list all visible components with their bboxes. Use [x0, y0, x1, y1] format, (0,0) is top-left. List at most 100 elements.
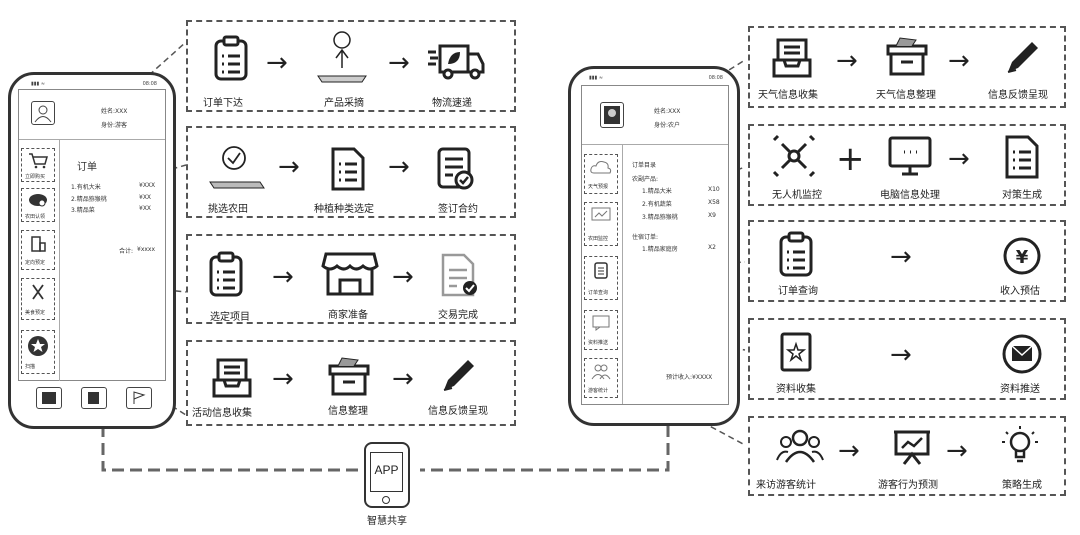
- order-item-qty: X10: [708, 186, 720, 193]
- profile-name: 姓名:XXX: [101, 108, 128, 115]
- left-screen: 姓名:XXX 身份:游客 立即购买 农田认领 定向预定 美食预定 扫描 订单 1…: [18, 89, 166, 381]
- sidebar-item-reserve[interactable]: 定向预定: [21, 230, 55, 270]
- fork-knife-icon: [32, 284, 44, 300]
- book-icon: [88, 392, 99, 404]
- order-total-value: ¥xxxx: [137, 246, 156, 253]
- cart-icon: [42, 392, 56, 404]
- nav-book-button[interactable]: [81, 387, 107, 409]
- sidebar-item-food[interactable]: 美食预定: [21, 278, 55, 320]
- inbox-icon: [212, 358, 252, 398]
- order-item-name: 1.精品家庭房: [642, 246, 678, 253]
- step-label: 对策生成: [1002, 190, 1042, 201]
- step-label: 商家准备: [328, 310, 368, 321]
- left-phone: ▮▮▮ ≈ 08:08 姓名:XXX 身份:游客 立即购买 农田认领 定向预定 …: [8, 72, 176, 429]
- nav-flag-button[interactable]: [126, 387, 152, 409]
- order-item-name: 2.有机蔬菜: [642, 201, 672, 208]
- flow-box-drone: 无人机监控 + 电脑信息处理 → 对策生成: [748, 124, 1066, 206]
- nav-cart-button[interactable]: [36, 387, 62, 409]
- arrow-icon: →: [948, 46, 970, 76]
- app-device[interactable]: APP: [364, 442, 410, 508]
- avatar[interactable]: [31, 101, 55, 125]
- flow-box-weather: 天气信息收集 → 天气信息整理 → 信息反馈呈现: [748, 26, 1066, 108]
- step-label: 订单下达: [203, 98, 243, 109]
- order-item-price: ¥XXX: [139, 182, 156, 189]
- flow-box-farmland: 挑选农田 → 种植种类选定 → 签订合约: [186, 126, 516, 218]
- step-label: 交易完成: [438, 310, 478, 321]
- inbox-icon: [772, 38, 812, 78]
- arrow-icon: →: [890, 340, 912, 370]
- cloud-icon: [590, 161, 612, 174]
- right-app-link: [420, 425, 670, 472]
- step-label: 签订合约: [438, 204, 478, 215]
- profile-name: 姓名:XXX: [654, 108, 681, 115]
- sidebar-item-visitors[interactable]: 游客统计: [584, 358, 618, 398]
- flow-box-project: 选定项目 → 商家准备 → 交易完成: [186, 234, 516, 324]
- arrow-icon: →: [266, 48, 288, 78]
- pen-icon: [1007, 42, 1038, 73]
- profile-identity: 身份:农户: [654, 122, 681, 129]
- arrow-icon: →: [388, 152, 410, 182]
- flow-box-order: 订单下达 → 产品采摘 → 物流速递: [186, 20, 516, 112]
- field-icon: [29, 194, 47, 207]
- people-icon: [776, 429, 824, 463]
- arrow-icon: →: [278, 152, 300, 182]
- step-label: 选定项目: [210, 312, 250, 323]
- arrow-icon: →: [388, 48, 410, 78]
- right-phone: ▮▮▮ ≈ 08:08 姓名:XXX 身份:农户 天气预报 农田监控 订单查询 …: [568, 66, 740, 426]
- app-badge: APP: [374, 463, 399, 477]
- order-item-price: ¥XX: [139, 205, 152, 212]
- step-label: 策略生成: [1002, 480, 1042, 491]
- order-title: 订单: [77, 162, 97, 173]
- people-icon: [591, 364, 611, 380]
- flow-box-activity: 活动信息收集 → 信息整理 → 信息反馈呈现: [186, 340, 516, 426]
- sidebar-item-monitor[interactable]: 农田监控: [584, 202, 618, 246]
- right-screen: 姓名:XXX 身份:农户 天气预报 农田监控 订单查询 资料推送 游客统计 订单…: [581, 85, 729, 405]
- clipboard-icon: [779, 231, 813, 277]
- svg-text:¥: ¥: [1016, 247, 1029, 268]
- chart-board-icon: [591, 207, 611, 221]
- status-time: 08:08: [708, 75, 723, 81]
- yen-coin-icon: ¥: [1003, 237, 1041, 275]
- sidebar-item-materials[interactable]: 资料推送: [584, 310, 618, 350]
- arrow-icon: →: [392, 262, 414, 292]
- cart-icon: [29, 153, 48, 169]
- order-item-name: 1.精品大米: [642, 188, 672, 195]
- signal-icon: ▮▮▮ ≈: [31, 81, 46, 87]
- lightbulb-icon: [1002, 426, 1038, 463]
- step-label: 游客行为预测: [878, 480, 938, 491]
- presentation-chart-icon: [894, 430, 930, 465]
- arrow-icon: →: [836, 46, 858, 76]
- arrow-icon: →: [948, 144, 970, 174]
- flow-box-materials: 资料收集 → 资料推送: [748, 318, 1066, 400]
- step-label: 信息反馈呈现: [428, 406, 488, 417]
- step-label: 资料收集: [776, 384, 816, 395]
- sidebar-item-scan[interactable]: 扫描: [21, 330, 55, 374]
- order-item-qty: X9: [708, 212, 716, 219]
- app-caption: 智慧共享: [367, 516, 407, 527]
- building-icon: [31, 236, 46, 252]
- sidebar-item-orders[interactable]: 订单查询: [584, 256, 618, 300]
- step-label: 订单查询: [778, 286, 818, 297]
- sidebar-item-weather[interactable]: 天气预报: [584, 154, 618, 194]
- step-label: 天气信息整理: [876, 90, 936, 101]
- pen-icon: [443, 360, 474, 391]
- step-label: 产品采摘: [324, 98, 364, 109]
- clipboard-icon: [209, 251, 243, 297]
- arrow-icon: →: [272, 262, 294, 292]
- sidebar-item-field[interactable]: 农田认领: [21, 188, 55, 222]
- farmer-icon: [604, 106, 620, 124]
- clipboard-icon: [594, 262, 608, 279]
- transaction-done-icon: [441, 253, 477, 297]
- step-label: 信息反馈呈现: [988, 90, 1048, 101]
- avatar[interactable]: [600, 102, 624, 128]
- order-title: 订单目录: [632, 162, 657, 169]
- step-label: 收入预估: [1000, 286, 1040, 297]
- order-item-name: 3.精品猕猴桃: [642, 214, 678, 221]
- sidebar-item-buy[interactable]: 立即购买: [21, 148, 55, 182]
- star-badge-icon: [28, 336, 48, 356]
- storefront-icon: [321, 252, 379, 296]
- order-item-qty: X58: [708, 199, 720, 206]
- signal-icon: ▮▮▮ ≈: [589, 75, 604, 81]
- order-item-price: ¥XX: [139, 194, 152, 201]
- archive-box-icon: [886, 37, 928, 76]
